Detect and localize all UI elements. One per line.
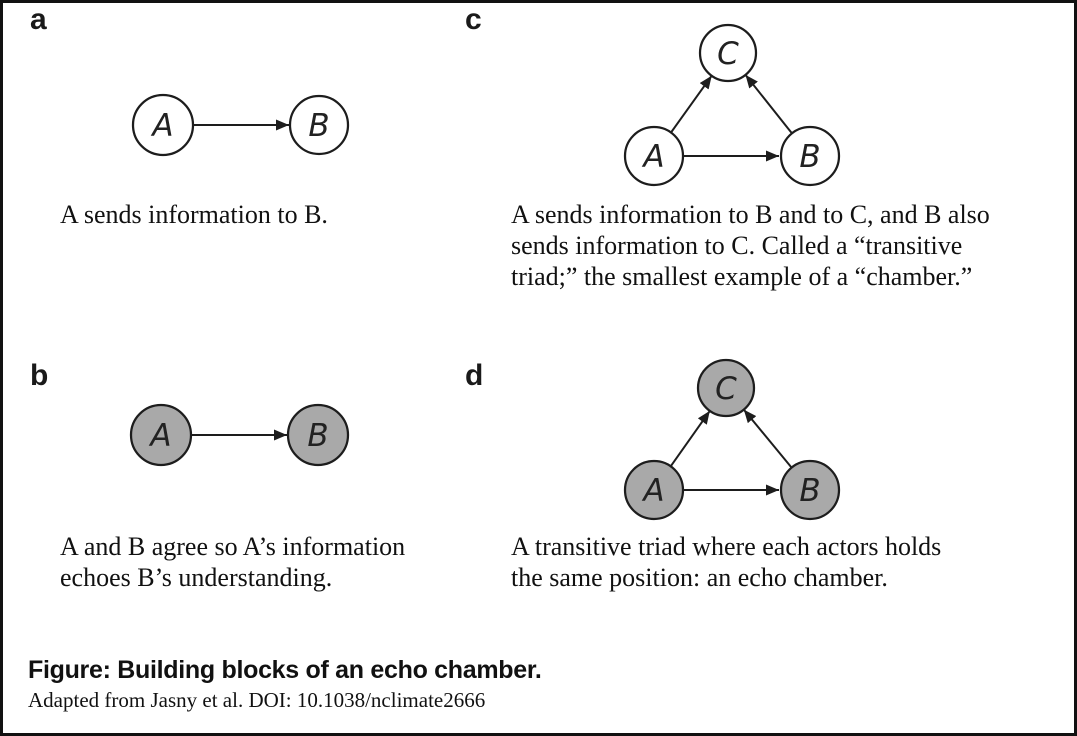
- node-c-circle: [696, 358, 756, 418]
- node-c-label: C: [717, 36, 739, 72]
- panel-c-caption: A sends information to B and to C, and B…: [511, 199, 990, 292]
- node-a-label: A: [148, 418, 171, 454]
- panel-b-caption: A and B agree so A’s information echoes …: [60, 531, 405, 593]
- node-a-circle: [129, 403, 193, 467]
- node-c-label: C: [715, 371, 737, 407]
- node-b-circle: [286, 403, 350, 467]
- panel-a-caption: A sends information to B.: [60, 199, 328, 230]
- node-b-label: B: [308, 108, 329, 144]
- node-c-circle: [698, 23, 758, 83]
- panel-a-diagram: A B: [131, 93, 350, 157]
- caption-line: echoes B’s understanding.: [60, 563, 333, 592]
- node-b-circle: [779, 459, 841, 521]
- panel-d-diagram: C A B: [623, 358, 841, 521]
- edge-b-to-c-arrow: [744, 74, 793, 134]
- caption-line: A sends information to B and to C, and B…: [511, 200, 990, 229]
- node-b-label: B: [799, 473, 820, 509]
- node-a-circle: [131, 93, 195, 157]
- panel-d-caption: A transitive triad where each actors hol…: [511, 531, 941, 593]
- panel-b-letter: b: [30, 359, 49, 392]
- caption-line: A sends information to B.: [60, 200, 328, 229]
- panel-c-diagram: C A B: [623, 23, 841, 187]
- node-a-circle: [623, 125, 685, 187]
- caption-line: the same position: an echo chamber.: [511, 563, 888, 592]
- node-a-label: A: [150, 108, 173, 144]
- node-a-label: A: [641, 139, 664, 175]
- panel-b-diagram: A B: [129, 403, 350, 467]
- node-b-circle: [779, 125, 841, 187]
- caption-line: sends information to C. Called a “transi…: [511, 231, 963, 260]
- edge-a-to-c-arrow: [669, 410, 711, 467]
- figure-title: Figure: Building blocks of an echo chamb…: [28, 656, 542, 684]
- node-b-label: B: [307, 418, 328, 454]
- edge-a-to-c-arrow: [670, 75, 713, 134]
- panel-c-letter: c: [465, 3, 482, 36]
- figure-source: Adapted from Jasny et al. DOI: 10.1038/n…: [28, 688, 486, 712]
- caption-line: A transitive triad where each actors hol…: [511, 532, 942, 561]
- caption-line: triad;” the smallest example of a “chamb…: [511, 262, 973, 291]
- node-b-circle: [288, 94, 350, 156]
- caption-line: A and B agree so A’s information: [60, 532, 406, 561]
- panel-d-letter: d: [465, 359, 484, 392]
- panel-a-letter: a: [30, 3, 47, 36]
- node-b-label: B: [799, 139, 820, 175]
- node-a-label: A: [641, 473, 664, 509]
- edge-b-to-c-arrow: [743, 408, 793, 469]
- node-a-circle: [623, 459, 685, 521]
